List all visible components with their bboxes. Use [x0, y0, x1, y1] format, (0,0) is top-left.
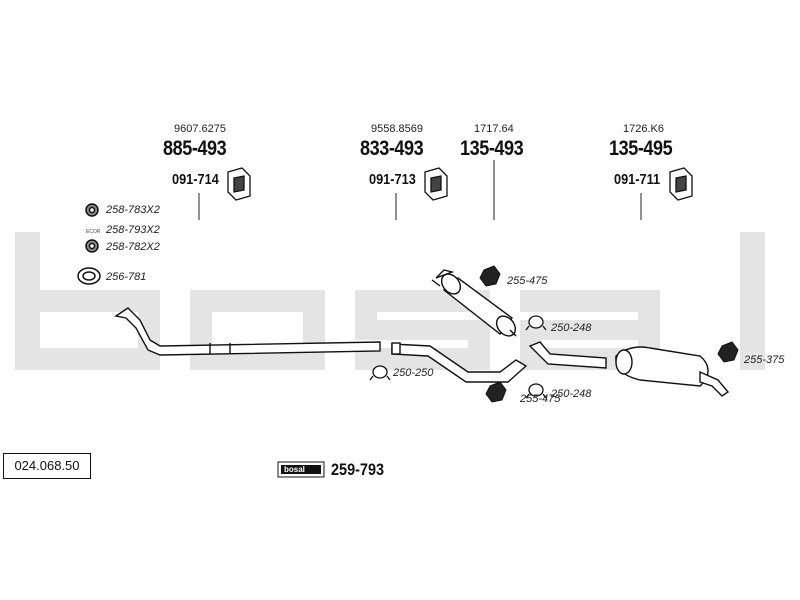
- oe-number: 9558.8569: [371, 123, 423, 135]
- part-number: 885-493: [163, 137, 227, 160]
- hanger-icon: [424, 167, 448, 201]
- nut-icon: [717, 341, 739, 363]
- fitting-label: 258-782X2: [106, 241, 160, 253]
- part-number: 135-495: [609, 137, 673, 160]
- fitting-label: 255-475: [507, 275, 548, 287]
- intermediate-pipe: [391, 342, 528, 383]
- hanger-number: 091-714: [172, 171, 219, 188]
- fitting-label: 250-248: [551, 322, 592, 334]
- kit-number: 259-793: [331, 460, 385, 479]
- fitting-label: 256-781: [106, 271, 147, 283]
- part-number: 833-493: [360, 137, 424, 160]
- fitting-label: 250-250: [393, 367, 434, 379]
- hanger-icon: [669, 167, 693, 201]
- fitting-tag: ECOR: [86, 229, 101, 235]
- hanger-icon: [227, 167, 251, 201]
- nut-icon: [485, 381, 507, 403]
- hanger-number: 091-711: [614, 171, 661, 188]
- oe-number: 1717.64: [474, 123, 514, 135]
- catalog-code: 024.068.50: [3, 453, 91, 479]
- oe-number: 1726.K6: [623, 123, 664, 135]
- fitting-label: 255-375: [744, 354, 785, 366]
- kit-badge-text: bosal: [284, 465, 305, 474]
- clamp-icon: [369, 315, 547, 399]
- fitting-label: 250-248: [551, 388, 592, 400]
- front-pipe: [114, 307, 381, 356]
- rear-muffler: [528, 341, 730, 397]
- hanger-number: 091-713: [369, 171, 416, 188]
- part-number: 135-493: [460, 137, 524, 160]
- kit-badge: [277, 461, 325, 478]
- fitting-label: 255-475: [520, 393, 561, 405]
- gasket-icon: [77, 267, 101, 285]
- oe-number: 9607.6275: [174, 123, 226, 135]
- fitting-label: 258-783X2: [106, 204, 160, 216]
- fitting-label: 258-793X2: [106, 224, 160, 236]
- nut-icon: [479, 265, 501, 287]
- center-muffler: [431, 269, 517, 337]
